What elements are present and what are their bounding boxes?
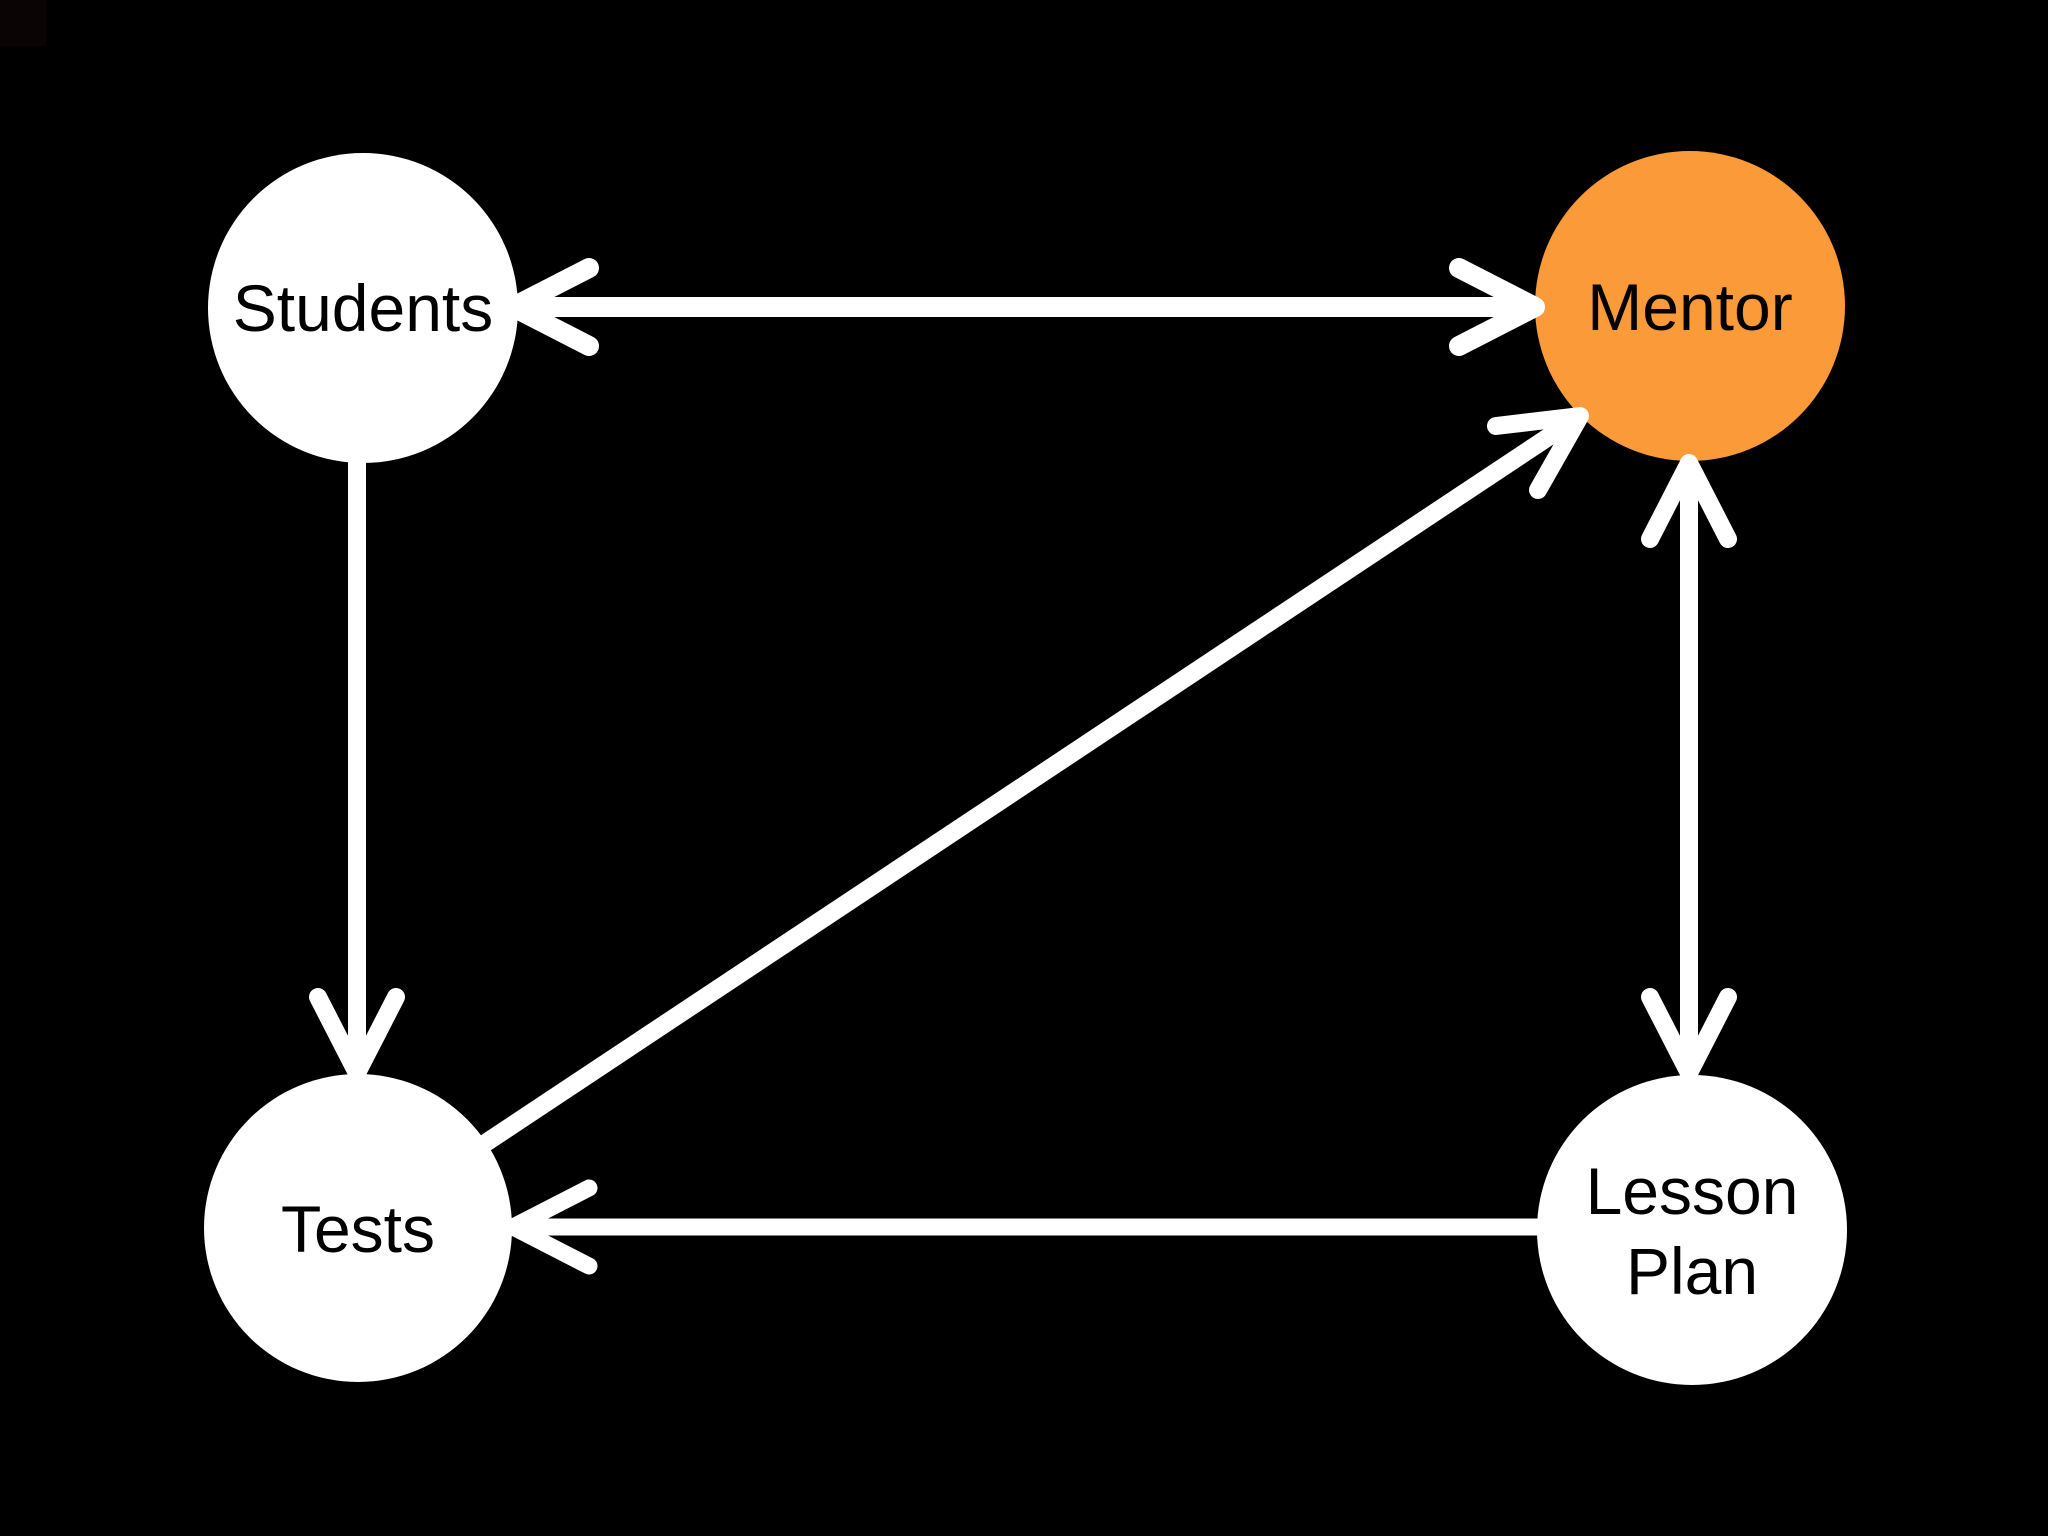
arrowhead-into-students [503, 258, 599, 356]
node-tests [204, 1074, 512, 1382]
edge-group [348, 297, 1698, 1236]
arrowhead-into-mentor-bottom [1641, 454, 1737, 548]
arrowhead-into-mentor-left [1449, 258, 1545, 356]
label-lesson-plan-line2: Plan [1626, 1234, 1758, 1308]
arrowhead-into-lessonplan [1641, 988, 1737, 1082]
arrowhead-into-tests-right [504, 1179, 598, 1275]
arrowhead-into-mentor-diagonal [1487, 407, 1589, 499]
arrowhead-into-tests-top [309, 988, 405, 1082]
label-students: Students [233, 271, 494, 345]
label-lesson-plan-line1: Lesson [1586, 1154, 1799, 1228]
node-mentor [1535, 151, 1845, 461]
arrowhead-group [309, 258, 1737, 1275]
label-tests: Tests [281, 1192, 435, 1266]
label-mentor: Mentor [1587, 270, 1792, 344]
corner-artifact [0, 0, 46, 46]
node-lesson-plan [1537, 1075, 1847, 1385]
label-group: Students Mentor Tests Lesson Plan [233, 270, 1799, 1308]
node-group [204, 151, 1847, 1385]
edge-tests-mentor [478, 407, 1589, 1151]
node-students [208, 153, 518, 463]
